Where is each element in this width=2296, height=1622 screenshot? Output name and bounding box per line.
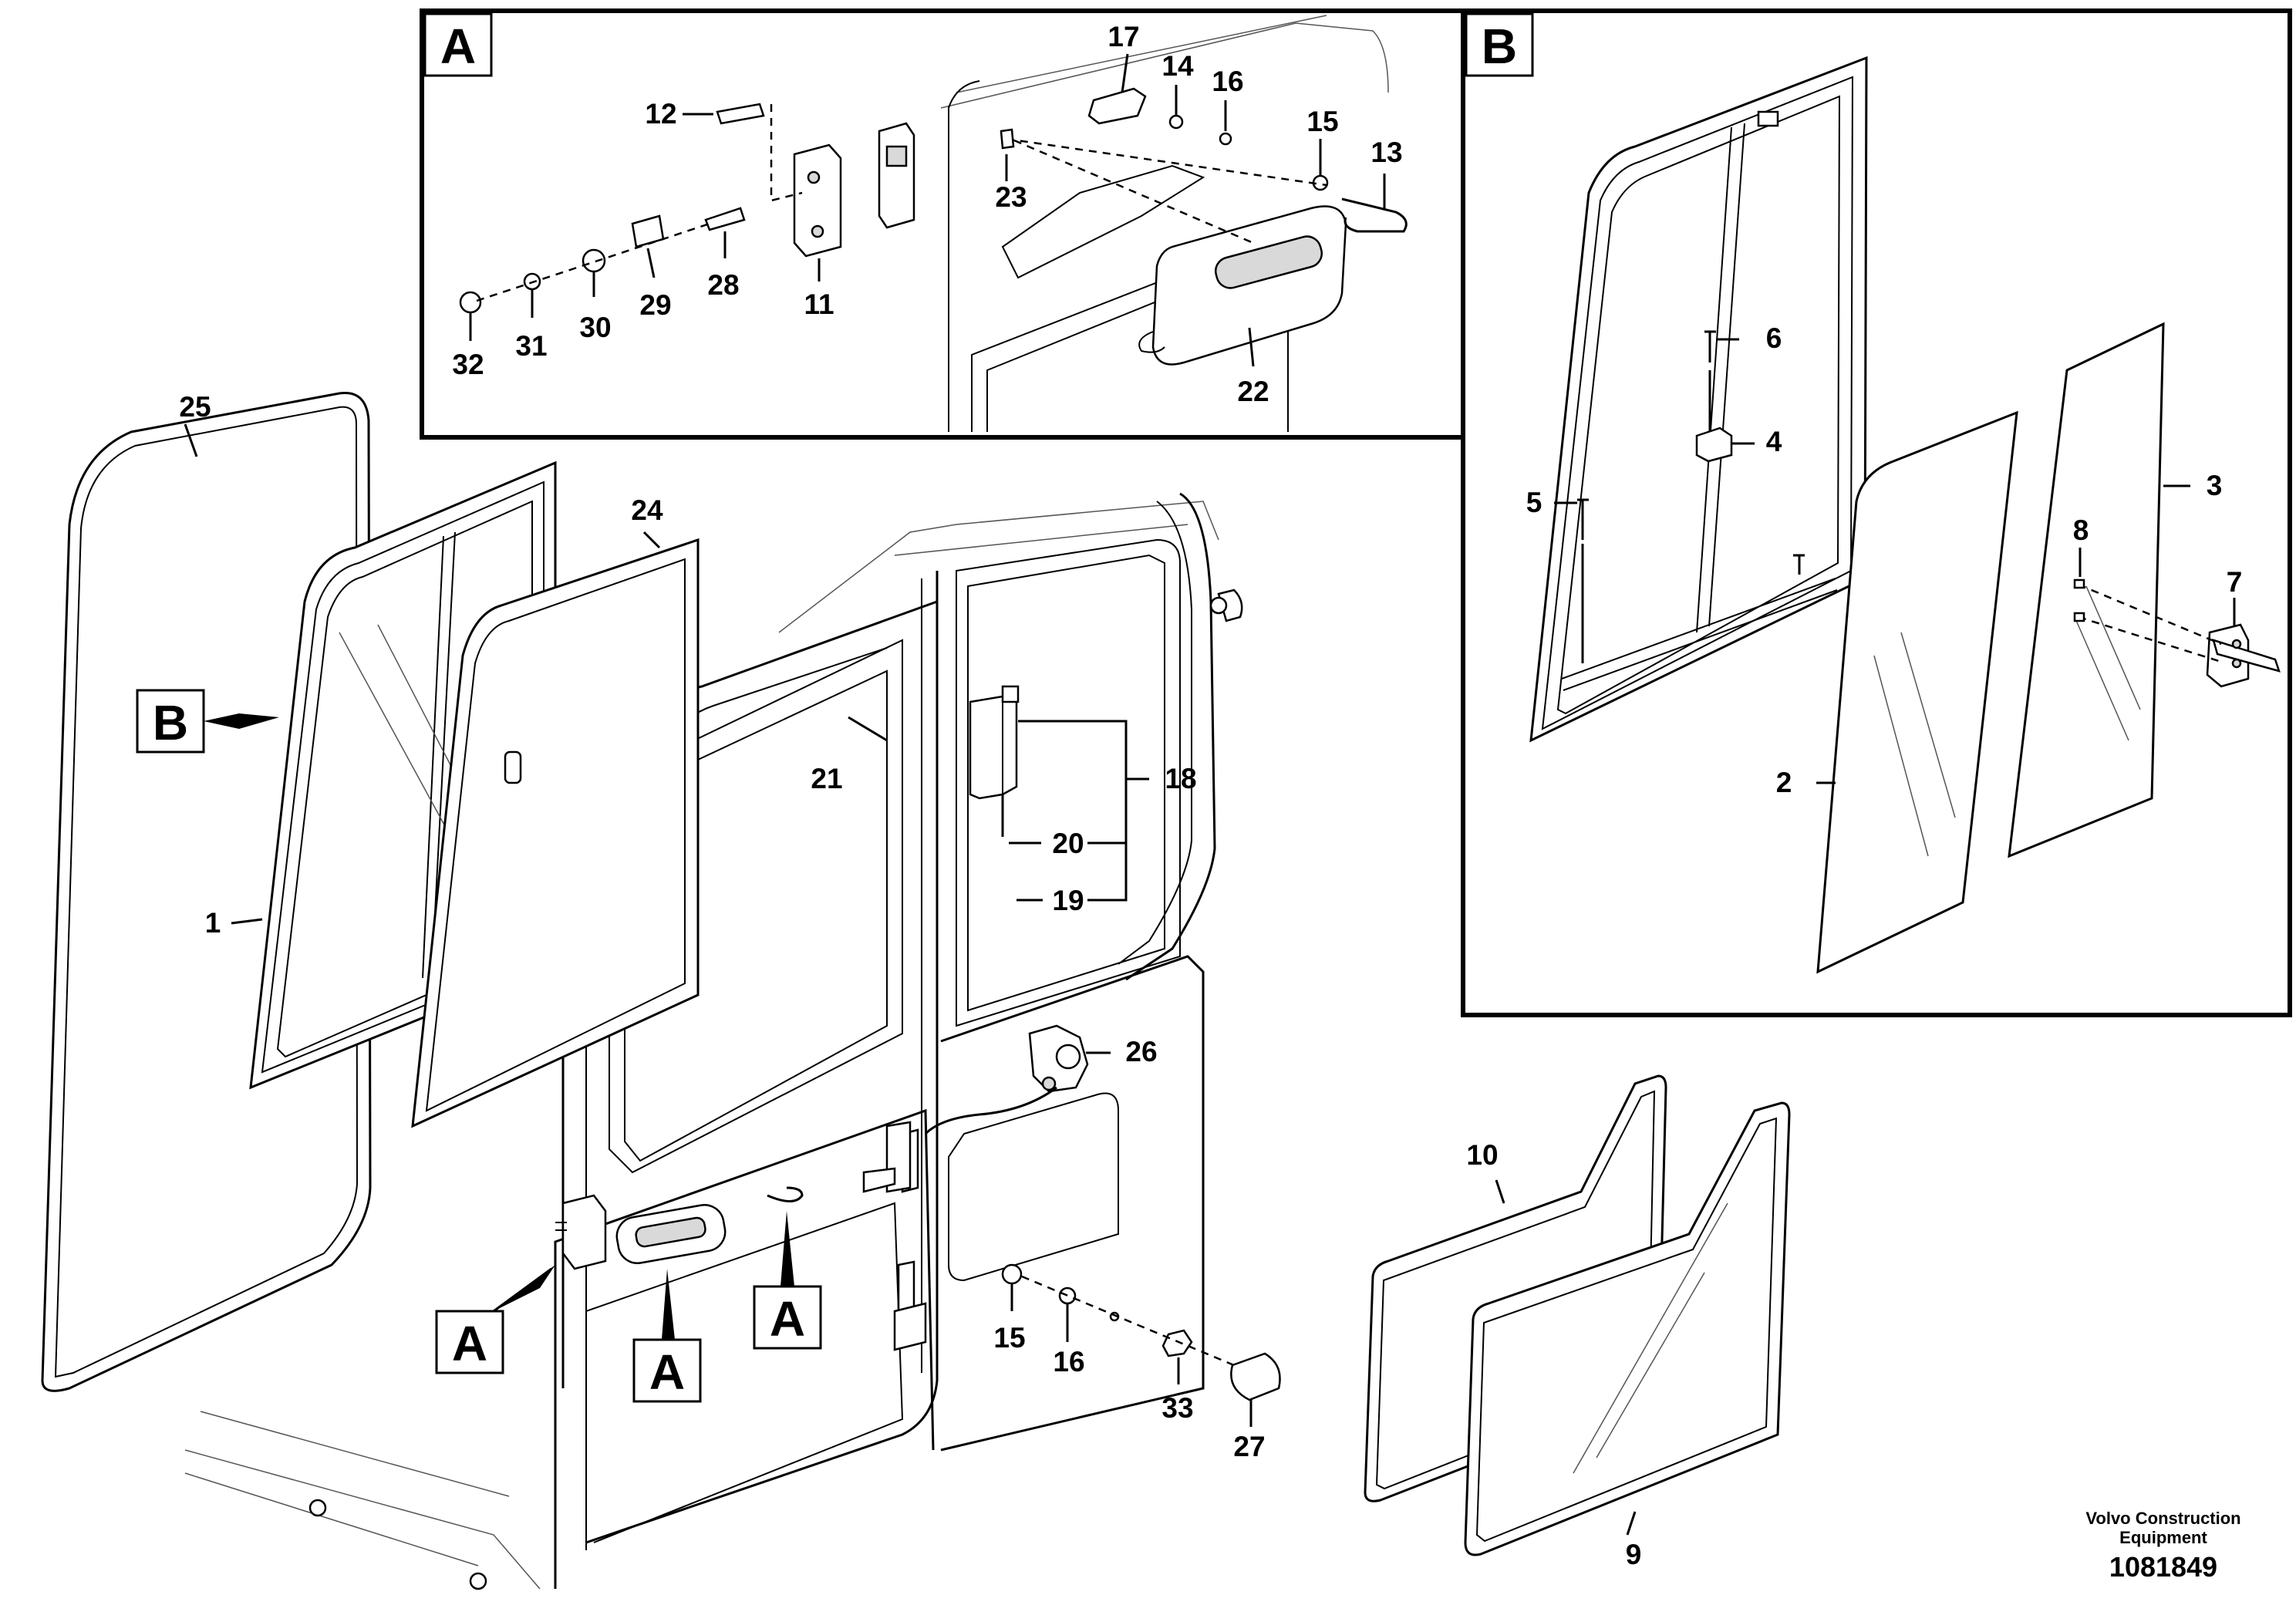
- part-number-18: 18: [1165, 763, 1196, 794]
- part-number-2: 2: [1776, 767, 1792, 798]
- part-number-31: 31: [515, 330, 547, 362]
- leader-lines: [184, 53, 2236, 1536]
- window-seal-25: [41, 391, 372, 1392]
- callout-a-handle: A: [632, 1269, 702, 1403]
- part-number-25-label: 25: [179, 391, 211, 423]
- part-number-26-main: 26: [1125, 1036, 1157, 1067]
- part-number-21-label: 21: [811, 763, 842, 794]
- panel-a-label: A: [440, 19, 476, 74]
- panel-b-label: B: [1482, 19, 1517, 74]
- part-number-6: 6: [1766, 322, 1782, 354]
- part-number-16b: 16: [1053, 1346, 1084, 1378]
- callout-b-main: B: [136, 689, 279, 754]
- part-number-5: 5: [1526, 487, 1542, 518]
- part-number-3: 3: [2207, 470, 2223, 501]
- part-number-13: 13: [1371, 137, 1402, 168]
- part-number-20: 20: [1052, 828, 1084, 859]
- part-number-19-main: 19: [1052, 885, 1084, 916]
- part-number-24: 24: [631, 494, 663, 526]
- detail-panel-b: B: [1461, 8, 2292, 1017]
- part-number-30: 30: [579, 312, 611, 343]
- part-number-22: 22: [1237, 376, 1269, 407]
- part-number-15a: 15: [1306, 106, 1338, 137]
- part-number-15b: 15: [993, 1322, 1025, 1354]
- part-number-1: 1: [205, 907, 221, 939]
- svg-text:B: B: [153, 695, 188, 750]
- part-number-16a: 16: [1212, 66, 1243, 97]
- company-name-line2: Equipment: [2119, 1528, 2207, 1547]
- document-number: 1081849: [2109, 1551, 2217, 1583]
- part-number-32: 32: [452, 349, 484, 380]
- part-number-27-main: 27: [1233, 1431, 1265, 1462]
- part-number-23: 23: [995, 181, 1027, 213]
- part-numbers-extra: 19 26 27: [1052, 885, 1265, 1462]
- callout-a-lock: A: [435, 1265, 555, 1374]
- part-number-17: 17: [1108, 21, 1139, 52]
- company-name-line1: Volvo Construction: [2085, 1509, 2240, 1528]
- door-glass-9: [1464, 1101, 1791, 1556]
- part-number-33: 33: [1161, 1392, 1193, 1424]
- svg-text:A: A: [452, 1316, 487, 1371]
- part-number-10: 10: [1466, 1139, 1498, 1171]
- cab-body-drawing: [184, 492, 1243, 1590]
- part-number-12: 12: [645, 98, 676, 130]
- svg-text:A: A: [770, 1291, 805, 1347]
- detail-panel-a: A: [420, 8, 1467, 440]
- part-number-8: 8: [2073, 514, 2089, 546]
- footer: Volvo Construction Equipment 1081849: [2085, 1509, 2240, 1583]
- part-number-7: 7: [2227, 566, 2243, 598]
- part-number-29: 29: [639, 289, 671, 321]
- part-number-9: 9: [1626, 1539, 1642, 1570]
- door-stop-hardware: [1001, 1263, 1281, 1401]
- part-number-11: 11: [804, 288, 834, 320]
- glass-panel-24: [411, 538, 700, 1128]
- part-number-14: 14: [1161, 50, 1194, 82]
- callout-a-clip: A: [753, 1211, 822, 1350]
- part-numbers: 12 17 14 16 15 13 23 28 11 29 30 31 32 2…: [179, 21, 2242, 1570]
- part-number-4: 4: [1766, 426, 1782, 457]
- part-number-28: 28: [707, 269, 739, 301]
- svg-text:A: A: [649, 1344, 685, 1400]
